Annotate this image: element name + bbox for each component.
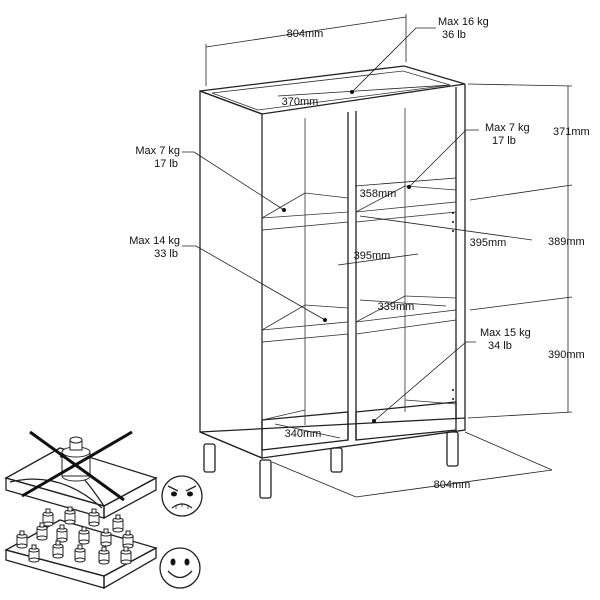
load-middle-left-kg: Max 14 kg xyxy=(129,235,180,247)
cabinet-body xyxy=(199,65,466,459)
small-weight xyxy=(64,506,76,525)
bottom-depth-label: 340mm xyxy=(285,428,322,440)
shelf-width-right-label: 395mm xyxy=(470,237,507,249)
small-weight xyxy=(120,546,132,565)
concentrated-weight-crossed-icon xyxy=(4,430,158,520)
small-weight xyxy=(16,530,28,549)
small-weight xyxy=(100,528,112,547)
small-weight xyxy=(122,530,134,549)
small-weight xyxy=(56,524,68,543)
small-weight xyxy=(74,544,86,563)
load-top-kg: Max 16 kg xyxy=(438,16,489,28)
load-bottom-right-kg: Max 15 kg xyxy=(480,327,531,339)
top-width-label: 804mm xyxy=(287,28,324,40)
small-weight xyxy=(36,522,48,541)
height-top-label: 371mm xyxy=(553,126,590,138)
bottom-width-label: 804mm xyxy=(434,479,471,491)
cabinet-legs xyxy=(203,431,459,499)
small-weight xyxy=(98,546,110,565)
load-upper-right-lb: 17 lb xyxy=(492,135,516,147)
load-bottom-right-lb: 34 lb xyxy=(488,340,512,352)
height-middle-label: 389mm xyxy=(548,236,585,248)
angry-face-icon xyxy=(161,475,203,517)
load-upper-left-kg: Max 7 kg xyxy=(135,145,180,157)
middle-depth-label: 339mm xyxy=(378,301,415,313)
load-upper-right-kg: Max 7 kg xyxy=(485,122,530,134)
distributed-weights-icon xyxy=(4,506,158,590)
top-depth-label: 370mm xyxy=(282,96,319,108)
small-weight xyxy=(42,508,54,527)
small-weight xyxy=(52,540,64,559)
height-bottom-label: 390mm xyxy=(548,349,585,361)
small-weight xyxy=(28,544,40,563)
load-leaders xyxy=(182,27,479,423)
upper-right-depth-label: 358mm xyxy=(360,188,397,200)
load-top-lb: 36 lb xyxy=(442,29,466,41)
small-weight xyxy=(88,508,100,527)
small-weight xyxy=(78,526,90,545)
load-middle-left-lb: 33 lb xyxy=(154,248,178,260)
load-upper-left-lb: 17 lb xyxy=(154,158,178,170)
happy-face-icon xyxy=(159,547,201,589)
small-weight xyxy=(112,514,124,533)
dimension-lines xyxy=(205,14,573,498)
shelf-width-left-label: 395mm xyxy=(354,250,391,262)
